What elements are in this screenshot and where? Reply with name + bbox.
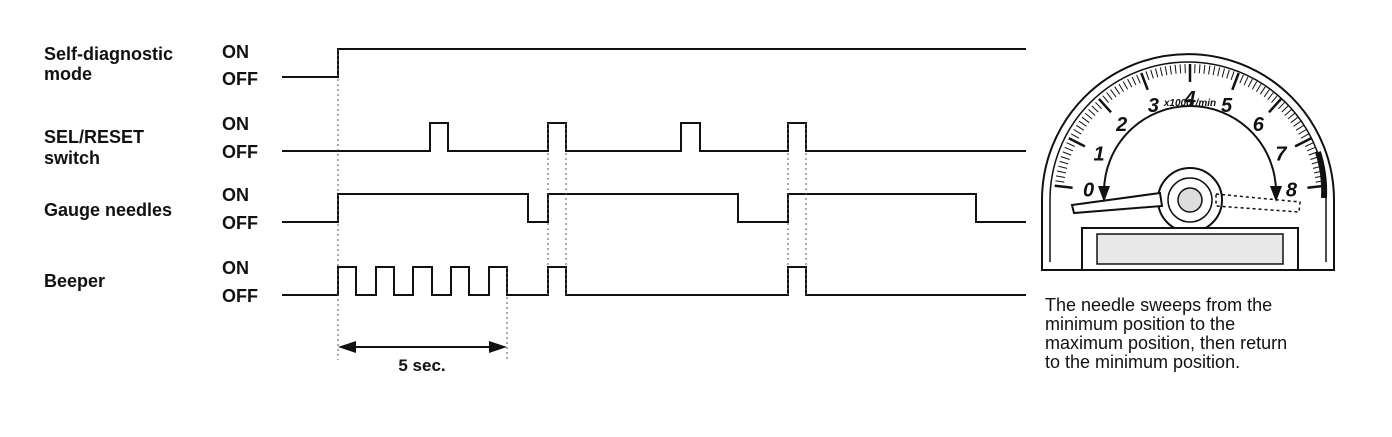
- arrow-right-icon: [489, 341, 507, 353]
- signal-label-line: Beeper: [44, 271, 105, 291]
- on-label: ON: [222, 258, 249, 278]
- off-label: OFF: [222, 213, 258, 233]
- caption-line: to the minimum position.: [1045, 353, 1385, 372]
- on-label: ON: [222, 114, 249, 134]
- duration-dimension: 5 sec.: [338, 341, 507, 375]
- gauge-number: 1: [1094, 144, 1105, 166]
- gauge-minor-tick: [1199, 64, 1200, 73]
- off-label: OFF: [222, 69, 258, 89]
- gauge-hub-center: [1178, 188, 1202, 212]
- signal-label-self-diagnostic: Self-diagnostic mode: [44, 44, 173, 84]
- waveform-gauge-needles: [282, 194, 1026, 222]
- signal-label-line: mode: [44, 64, 92, 84]
- caption-line: The needle sweeps from the: [1045, 296, 1385, 315]
- duration-label: 5 sec.: [398, 356, 445, 375]
- gauge-number: 3: [1148, 95, 1159, 117]
- caption-line: minimum position to the: [1045, 315, 1385, 334]
- gauge-number: 8: [1286, 179, 1298, 201]
- caption-line: maximum position, then return: [1045, 334, 1385, 353]
- waveform-beeper: [282, 267, 1026, 295]
- gauge-number: 0: [1083, 179, 1094, 201]
- signal-label-beeper: Beeper: [44, 271, 105, 291]
- gauge-number: 6: [1253, 114, 1265, 136]
- on-label: ON: [222, 185, 249, 205]
- signal-label-line: SEL/RESET: [44, 127, 144, 147]
- signal-label-gauge-needles: Gauge needles: [44, 200, 172, 220]
- gauge-number: 5: [1221, 95, 1233, 117]
- gauge-number: 4: [1183, 88, 1195, 110]
- signal-label-sel-reset: SEL/RESET switch: [44, 127, 144, 168]
- on-label: ON: [222, 42, 249, 62]
- waveform-sel-reset: [282, 123, 1026, 151]
- waveform-self-diagnostic: [282, 49, 1026, 77]
- gauge-number: 7: [1275, 144, 1287, 166]
- gauge-lcd-display: [1097, 234, 1283, 264]
- off-label: OFF: [222, 286, 258, 306]
- gauge-caption: The needle sweeps from the minimum posit…: [1045, 296, 1385, 372]
- off-label: OFF: [222, 142, 258, 162]
- signal-label-line: Gauge needles: [44, 200, 172, 220]
- gauge-minor-tick: [1180, 64, 1181, 73]
- gauge-number: 2: [1115, 114, 1127, 136]
- arrow-left-icon: [338, 341, 356, 353]
- signal-label-line: Self-diagnostic: [44, 44, 173, 64]
- signal-label-line: switch: [44, 148, 100, 168]
